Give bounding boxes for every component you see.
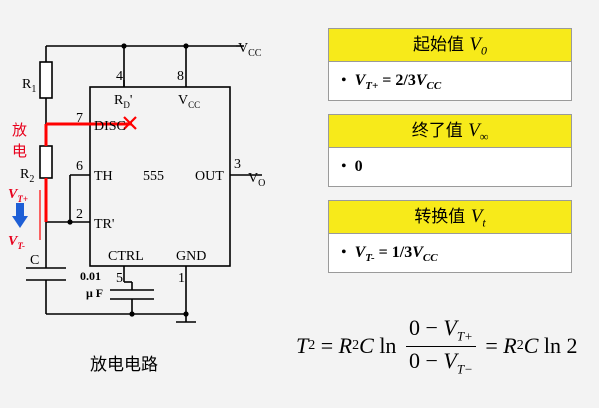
pin-4: 4 — [116, 69, 123, 84]
transition-value-content: • VT- = 1/3VCC — [341, 244, 438, 265]
c-label: C — [30, 253, 39, 268]
vt-plus-label: VT+ — [8, 187, 28, 204]
start-value-content: • VT+ = 2/3VCC — [341, 72, 442, 93]
pin-name-gnd: GND — [176, 249, 206, 264]
chip-number: 555 — [143, 169, 164, 184]
pin-name-tr: TR' — [94, 217, 114, 232]
figure-caption: 放电电路 — [90, 355, 158, 375]
discharge-char-2: 电 — [12, 142, 27, 160]
down-arrow-icon — [12, 203, 28, 228]
chip-555-body — [89, 86, 231, 267]
pin-6: 6 — [76, 159, 83, 174]
pin-3: 3 — [234, 157, 241, 172]
pin-name-out: OUT — [195, 169, 224, 184]
pin-7: 7 — [76, 111, 83, 126]
transition-value-header: 转换值 Vt — [329, 201, 571, 234]
pin-5: 5 — [116, 271, 123, 286]
r1-label: R1 — [22, 77, 36, 95]
transition-value-box: 转换值 Vt • VT- = 1/3VCC — [328, 200, 572, 273]
discharge-path — [44, 122, 132, 222]
pin-name-disc: DISC — [94, 119, 126, 134]
final-value-content: • 0 — [341, 158, 363, 175]
pin-2: 2 — [76, 207, 83, 222]
vo-label: VO — [248, 171, 265, 189]
start-value-header: 起始值 V0 — [329, 29, 571, 62]
pin-name-ctrl: CTRL — [108, 249, 144, 264]
pin-1: 1 — [178, 271, 185, 286]
r2-label: R2 — [20, 167, 34, 185]
final-value-box: 终了值 V∞ • 0 — [328, 114, 572, 187]
formula-fraction: 0 − VT+ 0 − VT− — [405, 315, 476, 377]
final-value-header: 终了值 V∞ — [329, 115, 571, 148]
cap-unit: μ F — [86, 286, 103, 300]
pin-8: 8 — [177, 69, 184, 84]
pin-name-th: TH — [94, 169, 113, 184]
discharge-char-1: 放 — [12, 121, 27, 139]
cap-value: 0.01 — [80, 269, 101, 283]
vt-minus-label: VT- — [8, 234, 25, 251]
circuit-diagram: VCC R1 R2 C 4 8 7 6 2 3 5 1 RD' VCC DISC… — [8, 41, 265, 323]
disc-x-mark — [123, 116, 137, 130]
pin-name-rd: RD' — [114, 93, 132, 110]
pin-name-vcc: VCC — [178, 93, 200, 110]
start-value-box: 起始值 V0 • VT+ = 2/3VCC — [328, 28, 572, 101]
vcc-rail-label: VCC — [238, 41, 262, 59]
